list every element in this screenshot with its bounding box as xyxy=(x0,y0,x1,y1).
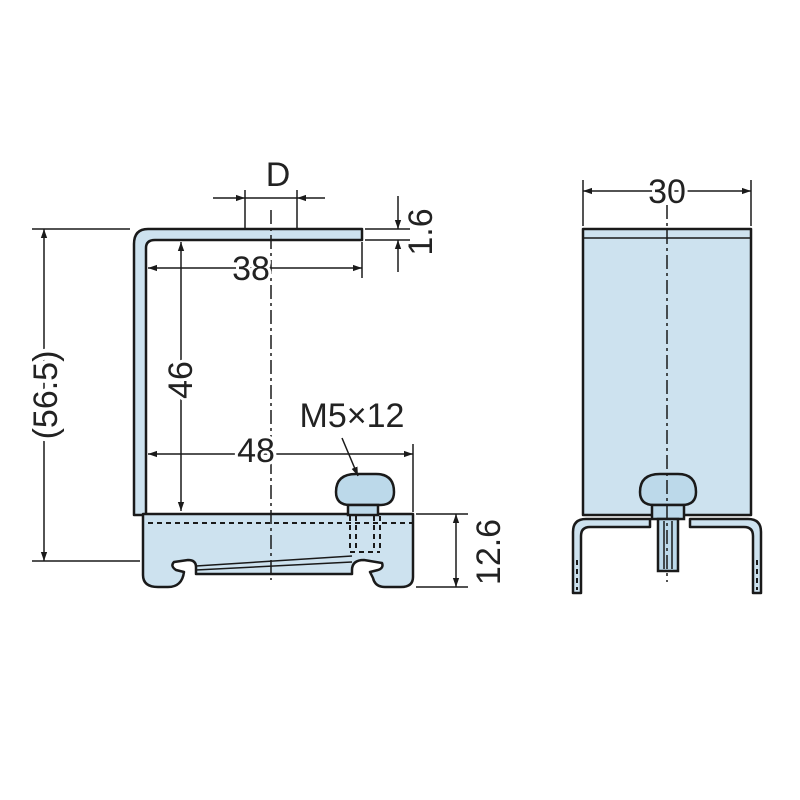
dim-56-5-label: (56.5) xyxy=(27,351,65,440)
front-leg-right xyxy=(688,517,763,595)
bolt-thread-lines xyxy=(663,521,673,569)
base-slope-line-2 xyxy=(195,561,353,571)
dim-1-6-label: 1.6 xyxy=(402,208,440,255)
front-bolt-knob xyxy=(638,472,698,507)
bolt-neck xyxy=(346,503,380,517)
dim-12-6: 12.6 xyxy=(416,513,508,588)
front-plate xyxy=(581,227,753,517)
dim-1-6: 1.6 xyxy=(365,196,440,272)
bolt-knob xyxy=(334,472,396,507)
dim-30: 30 xyxy=(582,170,752,226)
dim-38: 38 xyxy=(148,242,363,291)
dim-46-label: 46 xyxy=(162,361,200,399)
dim-48-label: 48 xyxy=(237,432,275,470)
dim-46: 46 xyxy=(159,242,203,511)
front-bolt-shank xyxy=(656,517,680,573)
dim-48: 48 xyxy=(148,429,414,512)
front-view: 30 xyxy=(571,170,763,595)
clamp-base xyxy=(141,512,415,589)
dim-30-label: 30 xyxy=(648,173,686,211)
base-slope-line xyxy=(195,555,353,567)
front-bolt-neck xyxy=(650,503,686,521)
dim-d: D xyxy=(213,156,325,229)
front-leg-left xyxy=(571,517,652,595)
dim-bolt: M5×12 xyxy=(300,397,405,477)
dim-d-label: D xyxy=(266,156,291,194)
dim-bolt-label: M5×12 xyxy=(300,397,405,435)
hidden-bolt-shank xyxy=(349,516,381,553)
dim-12-6-label: 12.6 xyxy=(470,519,508,585)
dim-56-5: (56.5) xyxy=(23,228,140,562)
side-view: D 1.6 38 46 (56.5) xyxy=(23,156,508,589)
dim-38-label: 38 xyxy=(232,250,270,288)
